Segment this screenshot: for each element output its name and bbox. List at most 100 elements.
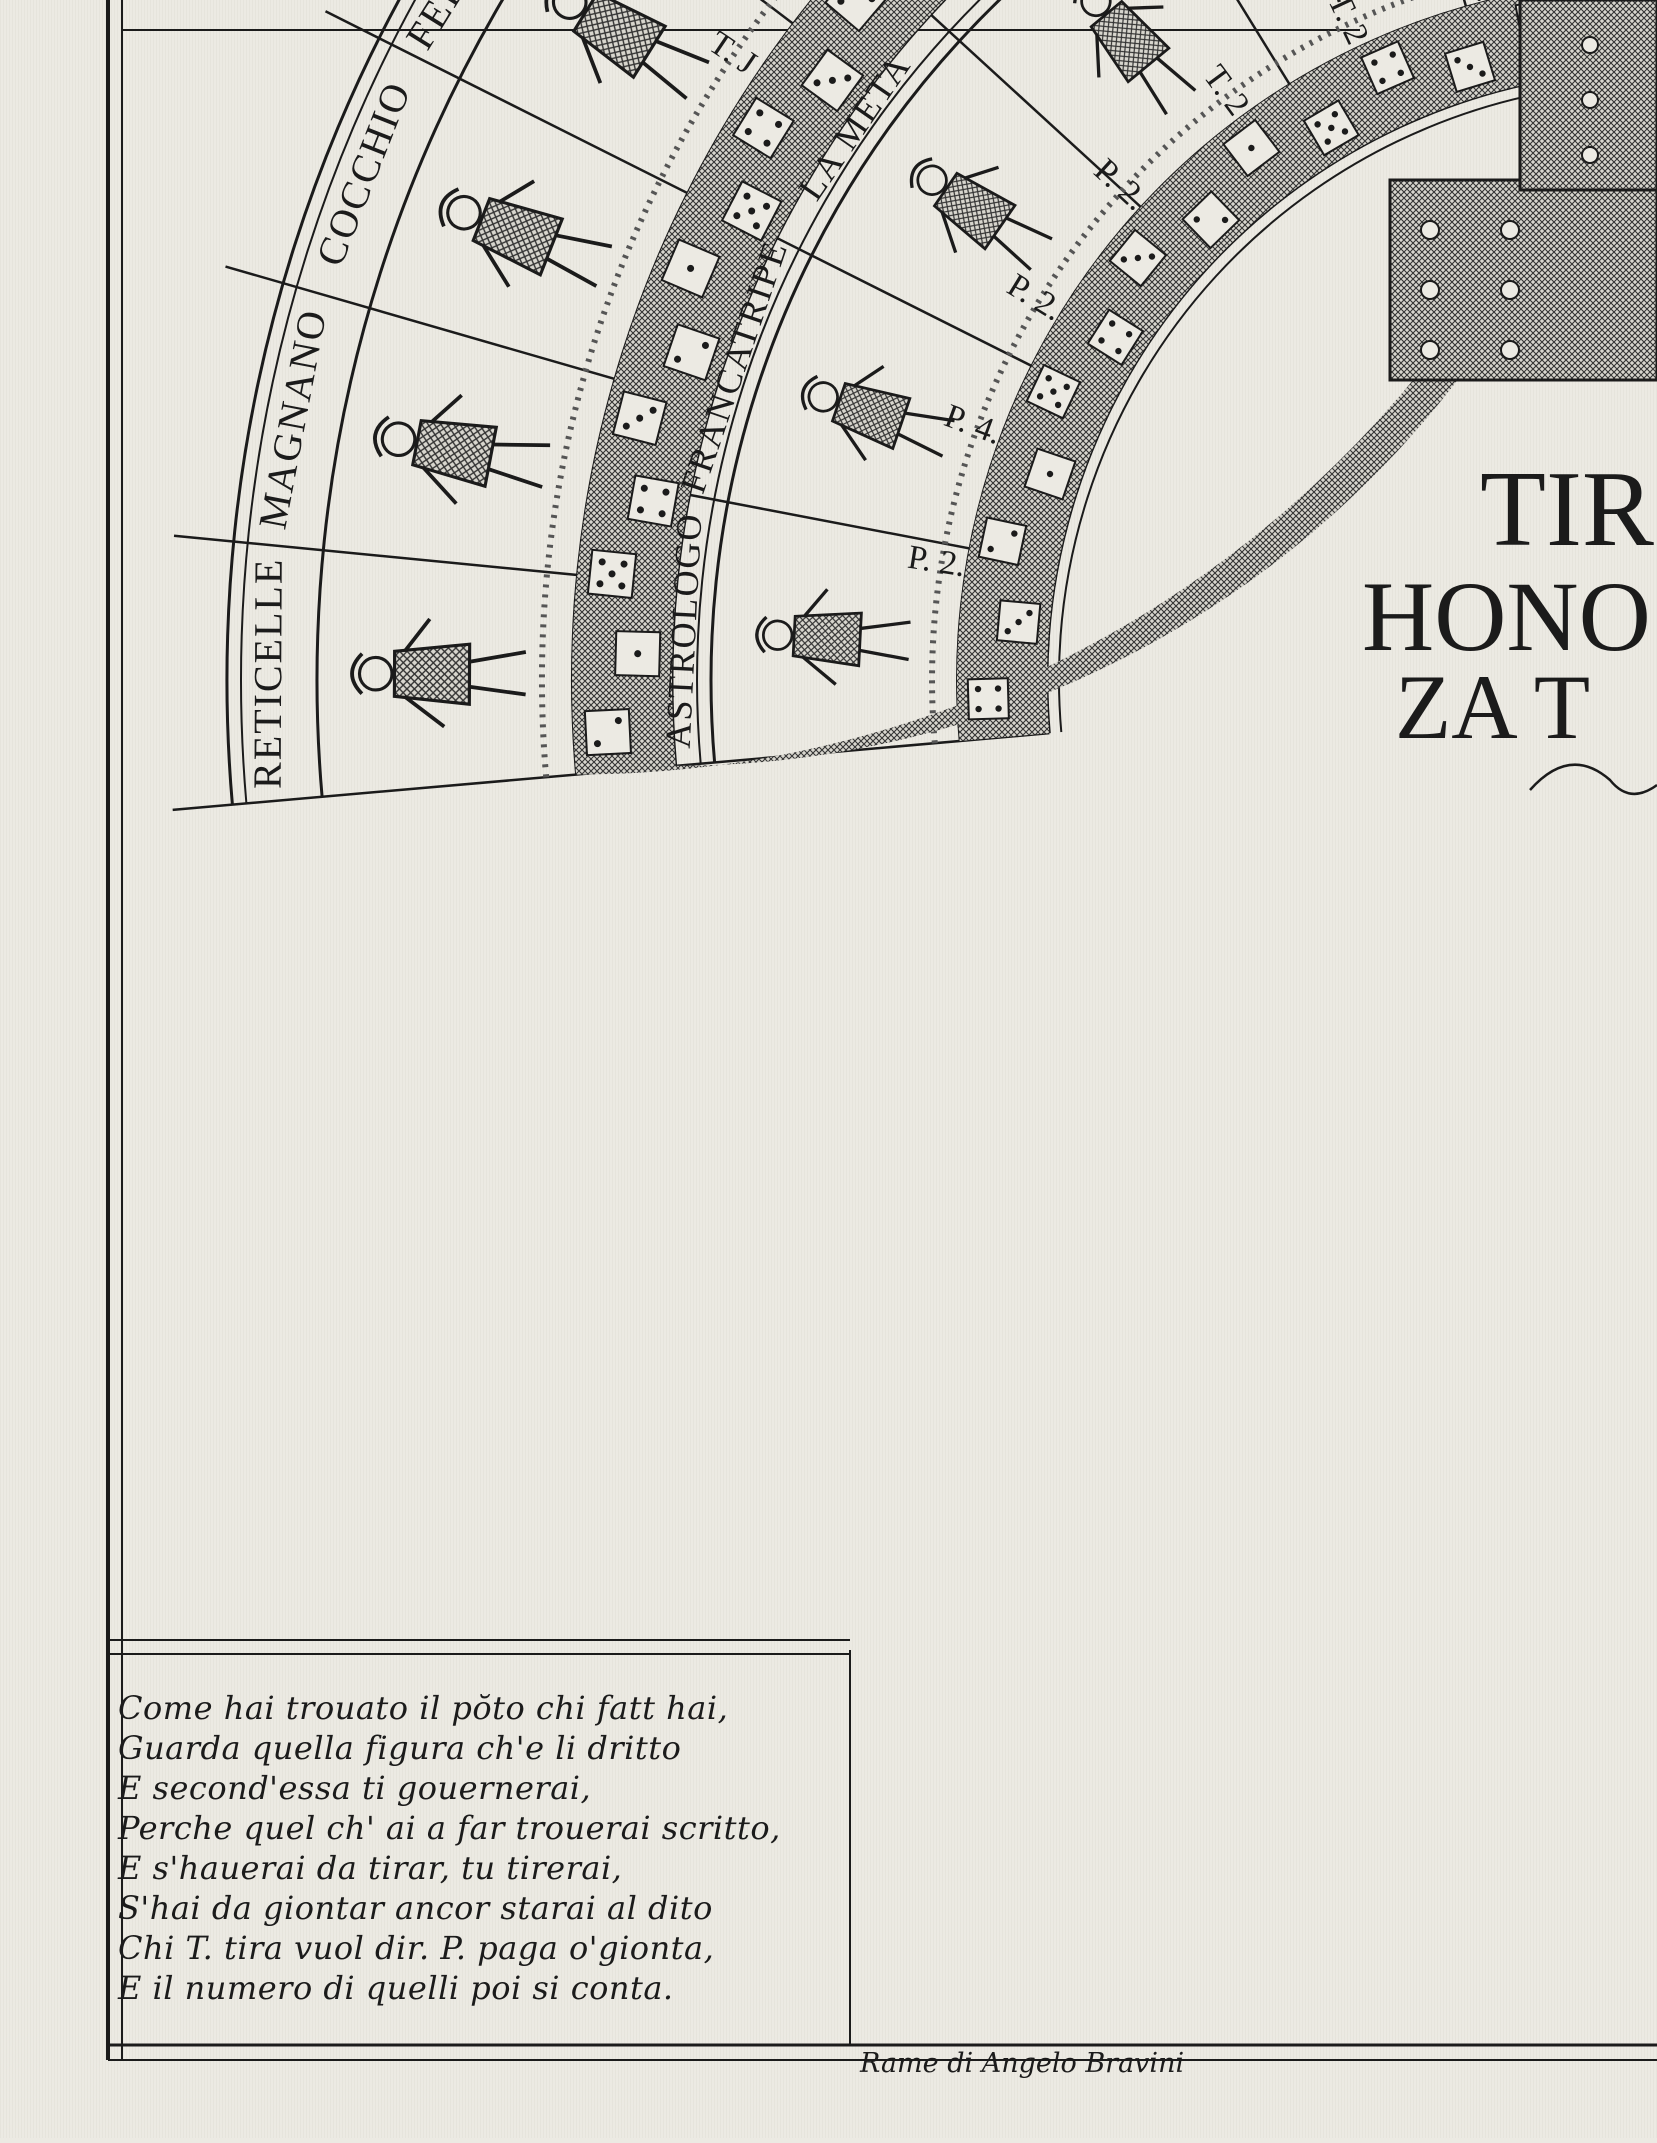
- die-pip: [1148, 253, 1156, 260]
- title-line3: ZA T: [1395, 656, 1590, 758]
- francatripe-figure-icon: [909, 157, 1053, 271]
- owl-icon: [544, 0, 710, 100]
- die-pip: [987, 545, 994, 553]
- inner-die: [1181, 190, 1241, 250]
- ground-texture: [929, 0, 1415, 744]
- die-pip: [1371, 59, 1378, 66]
- outer-square-label: RETICELLE: [245, 558, 291, 790]
- outer-die: [800, 48, 865, 113]
- die-pip: [618, 582, 626, 590]
- die-pip: [1004, 627, 1011, 635]
- die-face: [1359, 40, 1416, 96]
- die-pip: [622, 422, 630, 430]
- inner-die: [1086, 308, 1145, 367]
- outer-die: [614, 630, 662, 678]
- tinker-icon: [373, 393, 551, 505]
- die-pip: [1054, 401, 1062, 409]
- die-pip: [1466, 63, 1474, 71]
- verse-line: S'hai da giontar ancor starai al dito: [118, 1889, 713, 1927]
- inner-die: [995, 599, 1042, 645]
- inner-die: [1108, 228, 1168, 288]
- die-pip: [813, 79, 821, 87]
- die-pip: [1050, 388, 1057, 395]
- inner-die: [966, 677, 1010, 721]
- inner-die: [1302, 99, 1361, 157]
- ring-line: [240, 0, 417, 804]
- square-illustrations: [350, 0, 1415, 778]
- astrologer-icon: [800, 364, 955, 462]
- die-pip: [763, 139, 771, 147]
- figure-icon: [755, 588, 911, 686]
- outer-die: [626, 474, 680, 528]
- inner-dice-band-fill: [957, 0, 1657, 742]
- inner-die: [1025, 363, 1082, 420]
- inner-die: [1221, 118, 1281, 178]
- die-pip: [1125, 330, 1133, 338]
- outer-die: [583, 708, 632, 757]
- die-pip: [593, 740, 601, 748]
- inner-die: [1443, 40, 1497, 94]
- verse-line: E s'hauerai da tirar, tu tirerai,: [118, 1849, 623, 1887]
- die-pip: [756, 109, 764, 117]
- die-pip: [828, 76, 836, 84]
- title-line2: HONO: [1362, 561, 1651, 672]
- die-pip: [744, 128, 752, 136]
- flourish-icon: [1529, 763, 1657, 795]
- die-pip: [733, 212, 741, 220]
- die-pip: [974, 685, 982, 693]
- die-pip: [1314, 121, 1321, 128]
- die-pip: [1328, 124, 1335, 132]
- die-pip: [1248, 144, 1255, 152]
- die-pip: [701, 341, 709, 349]
- die-pip: [1115, 347, 1122, 355]
- outer-die: [720, 179, 783, 243]
- outer-die: [823, 0, 889, 33]
- square-code: P. 2.: [905, 539, 968, 585]
- verse-line: Perche quel ch' ai a far trouerai scritt…: [118, 1809, 781, 1847]
- outer-dice-band: [576, 0, 1637, 775]
- die-pip: [1063, 383, 1070, 391]
- rules-verse: Come hai trouato il pŏto chi fatt hai, G…: [118, 1688, 838, 2008]
- engraver-signature: Rame di Angelo Bravini: [860, 2048, 1185, 2079]
- die-pip: [975, 705, 982, 713]
- die-pip: [868, 0, 876, 3]
- ring-line: [1058, 81, 1657, 733]
- carriage-icon: [438, 179, 613, 288]
- die-pip: [994, 685, 1002, 692]
- die-pip: [1454, 57, 1461, 64]
- outer-die: [731, 96, 796, 160]
- die-pip: [1011, 530, 1018, 537]
- frame: [106, 0, 1657, 2061]
- die-pip: [1120, 256, 1128, 263]
- inner-die: [1359, 40, 1416, 96]
- die-pip: [995, 705, 1002, 712]
- outer-die: [660, 238, 721, 299]
- die-pip: [1193, 216, 1200, 223]
- die-face: [823, 0, 889, 33]
- die-pip: [640, 484, 648, 492]
- square-code: T. 2.: [1456, 0, 1507, 5]
- inner-die: [977, 516, 1028, 567]
- die-face: [583, 708, 632, 757]
- net-maker-icon: [350, 617, 527, 729]
- die-pip: [837, 0, 845, 5]
- die-pip: [608, 570, 616, 578]
- die-pip: [1026, 609, 1033, 617]
- die-pip: [844, 74, 852, 82]
- die-pip: [1479, 70, 1486, 77]
- die-pip: [1397, 69, 1404, 77]
- die-face: [731, 96, 796, 160]
- title-panel: TIR HONO ZA T: [1362, 0, 1657, 795]
- die-pip: [662, 488, 670, 496]
- title-line1: TIR: [1480, 450, 1654, 569]
- verse-line: Guarda quella figura ch'e li dritto: [118, 1729, 682, 1767]
- outer-die: [586, 548, 638, 600]
- die-pip: [620, 560, 628, 568]
- verse-line: Chi T. tira vuol dir. P. paga o'gionta,: [118, 1929, 715, 1967]
- die-pip: [752, 222, 760, 230]
- die-pip: [743, 192, 751, 200]
- die-pip: [1036, 393, 1044, 400]
